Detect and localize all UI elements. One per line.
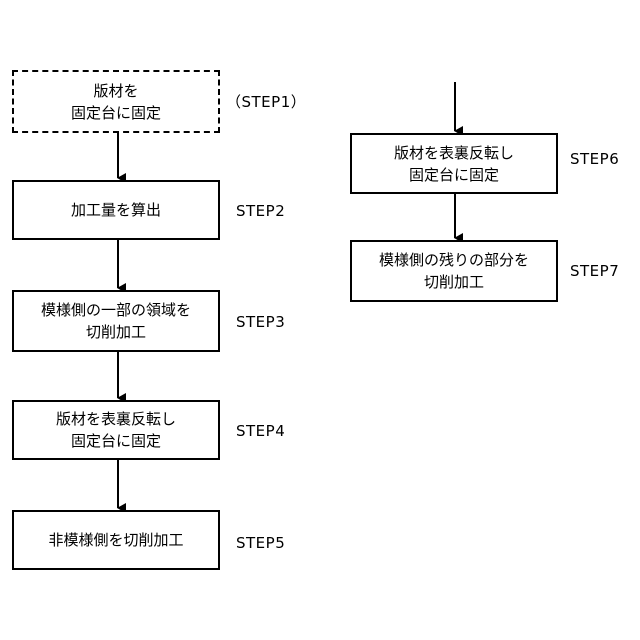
step4-line2: 固定台に固定 [71,430,161,452]
step2-label: STEP2 [236,202,285,220]
step1-line1: 版材を [93,80,138,102]
step6-box: 版材を表裏反転し 固定台に固定 [350,133,558,194]
step4-label: STEP4 [236,422,285,440]
step3-label: STEP3 [236,313,285,331]
step5-line1: 非模様側を切削加工 [48,529,183,551]
step4-line1: 版材を表裏反転し [56,408,176,430]
step7-line1: 模様側の残りの部分を [379,249,529,271]
step1-label: （STEP1） [226,91,306,112]
step5-box: 非模様側を切削加工 [12,510,220,570]
step4-box: 版材を表裏反転し 固定台に固定 [12,400,220,460]
step2-line1: 加工量を算出 [71,199,161,221]
step3-line2: 切削加工 [86,321,146,343]
step2-box: 加工量を算出 [12,180,220,240]
step3-box: 模様側の一部の領域を 切削加工 [12,290,220,352]
step1-box: 版材を 固定台に固定 [12,70,220,133]
step3-line1: 模様側の一部の領域を [41,299,191,321]
step7-label: STEP7 [570,262,619,280]
step6-line1: 版材を表裏反転し [394,142,514,164]
step1-line2: 固定台に固定 [71,102,161,124]
step6-line2: 固定台に固定 [409,164,499,186]
step7-box: 模様側の残りの部分を 切削加工 [350,240,558,302]
step6-label: STEP6 [570,150,619,168]
step5-label: STEP5 [236,534,285,552]
step7-line2: 切削加工 [424,271,484,293]
